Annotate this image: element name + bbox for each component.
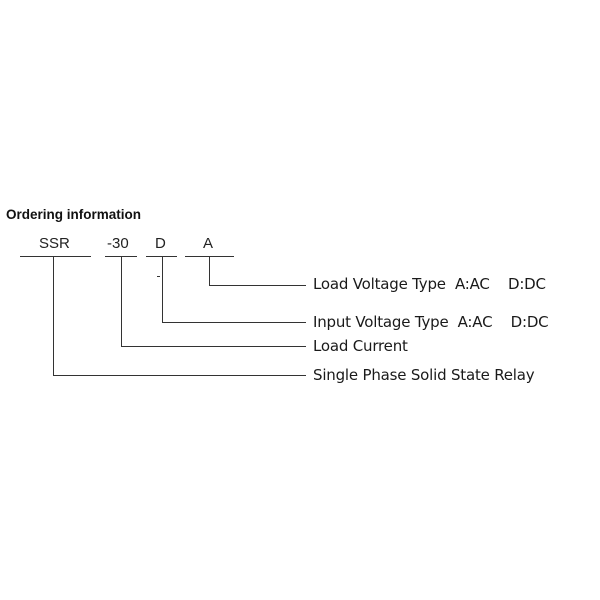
connector-load-current: [121, 256, 306, 347]
code-part-load: A: [203, 235, 214, 252]
connector-load-voltage: [209, 256, 306, 286]
label-load-voltage-type: Load Voltage Type A:AC D:DC: [313, 275, 546, 293]
label-input-voltage-type: Input Voltage Type A:AC D:DC: [313, 313, 549, 331]
connector-input-voltage: [162, 256, 306, 323]
code-part-current: -30: [107, 235, 129, 252]
code-part-input: D: [155, 235, 166, 252]
diagram-title: Ordering information: [6, 207, 141, 222]
connector-relay-type: [53, 256, 306, 376]
label-load-current: Load Current: [313, 337, 408, 355]
code-part-ssr: SSR: [39, 235, 70, 252]
label-relay-type: Single Phase Solid State Relay: [313, 366, 535, 384]
